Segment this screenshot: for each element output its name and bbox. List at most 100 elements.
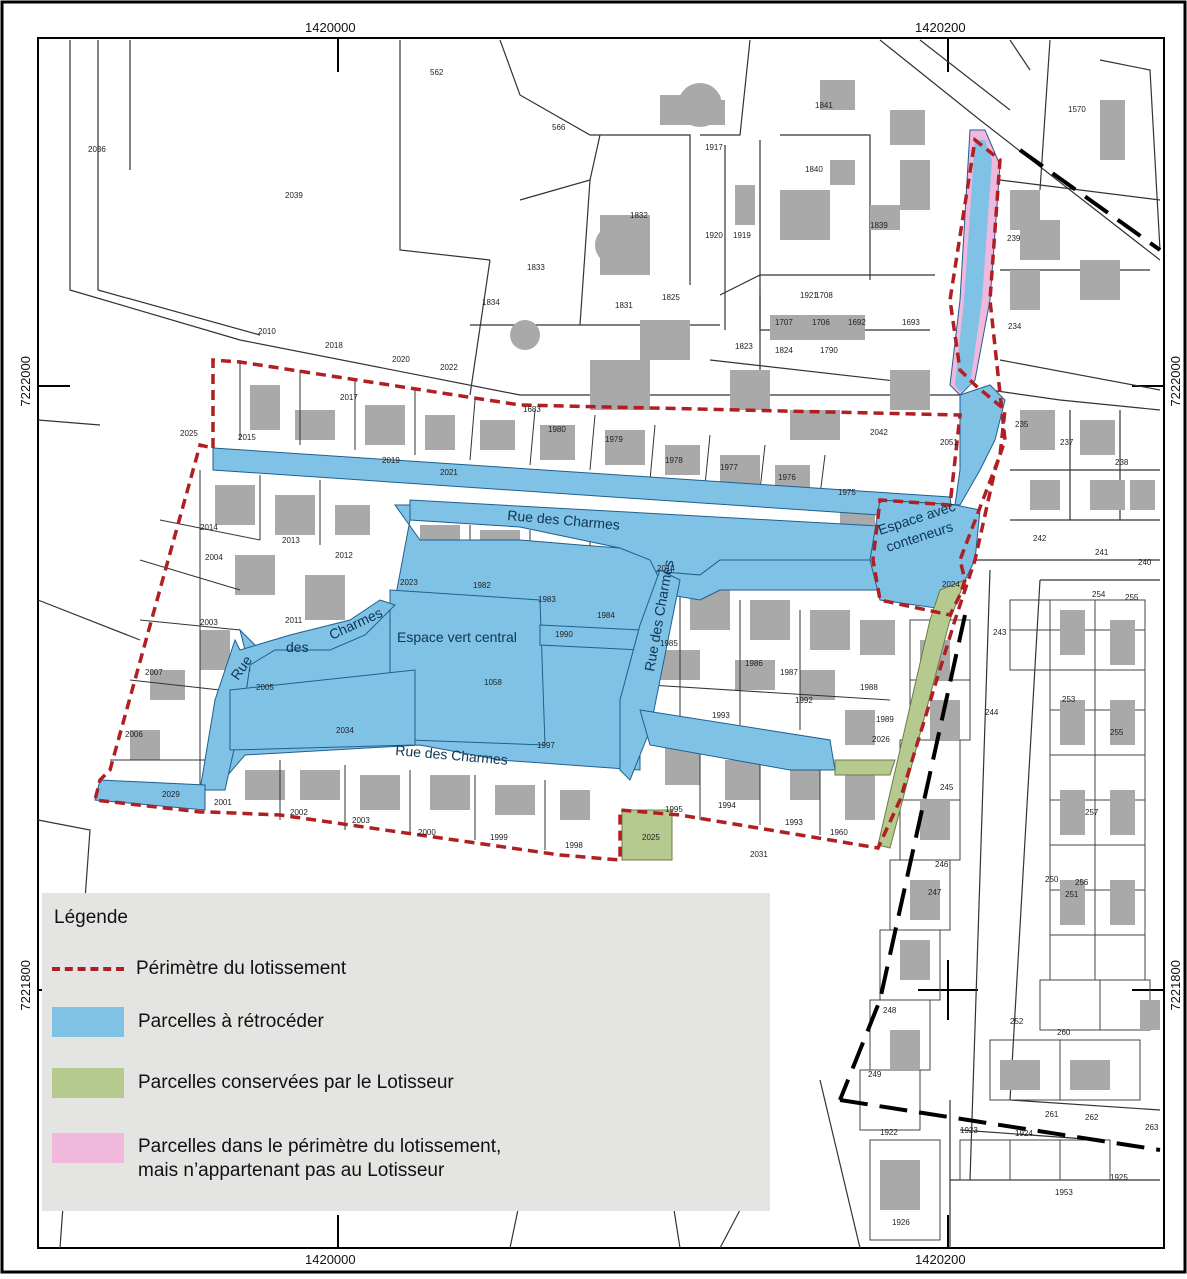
svg-text:245: 245 [940, 783, 954, 792]
svg-text:1923: 1923 [960, 1126, 978, 1135]
svg-text:1824: 1824 [775, 346, 793, 355]
svg-text:253: 253 [1062, 695, 1076, 704]
svg-text:2019: 2019 [382, 456, 400, 465]
svg-text:1983: 1983 [538, 595, 556, 604]
svg-text:1925: 1925 [1110, 1173, 1128, 1182]
legend: Légende Périmètre du lotissement Parcell… [42, 893, 770, 1211]
legend-item-non-lotisseur: Parcelles dans le périmètre du lotisseme… [52, 1129, 501, 1189]
coord-x-bottom-right: 1420200 [915, 1252, 966, 1267]
svg-text:1692: 1692 [848, 318, 866, 327]
coord-x-top-left: 1420000 [305, 20, 356, 35]
svg-text:2039: 2039 [285, 191, 303, 200]
svg-text:1706: 1706 [812, 318, 830, 327]
svg-text:1995: 1995 [665, 805, 683, 814]
svg-text:1993: 1993 [712, 711, 730, 720]
svg-text:2010: 2010 [258, 327, 276, 336]
legend-label-non-lotisseur-line1: Parcelles dans le périmètre du lotisseme… [138, 1136, 502, 1157]
svg-text:2007: 2007 [145, 668, 163, 677]
svg-text:1977: 1977 [720, 463, 738, 472]
svg-text:1841: 1841 [815, 101, 833, 110]
svg-text:1058: 1058 [484, 678, 502, 687]
svg-text:255: 255 [1110, 728, 1124, 737]
svg-text:2031: 2031 [750, 850, 768, 859]
svg-text:2006: 2006 [125, 730, 143, 739]
svg-text:1917: 1917 [705, 143, 723, 152]
svg-text:257: 257 [1085, 808, 1099, 817]
legend-title: Légende [54, 907, 128, 928]
blue-swatch [52, 1007, 124, 1037]
perimeter-line [92, 136, 1007, 862]
svg-text:2022: 2022 [440, 363, 458, 372]
svg-text:1960: 1960 [830, 828, 848, 837]
svg-text:2012: 2012 [335, 551, 353, 560]
svg-text:260: 260 [1057, 1028, 1071, 1037]
label-rue-west-2: des [286, 639, 309, 655]
svg-text:2011: 2011 [285, 616, 303, 625]
retroceder-strip [955, 140, 992, 392]
svg-text:235: 235 [1015, 420, 1029, 429]
svg-text:2042: 2042 [870, 428, 888, 437]
svg-text:1832: 1832 [630, 211, 648, 220]
svg-text:1986: 1986 [745, 659, 763, 668]
svg-text:2000: 2000 [418, 828, 436, 837]
svg-text:256: 256 [1075, 878, 1089, 887]
coord-y-left-top: 7222000 [18, 356, 33, 407]
svg-text:247: 247 [928, 888, 942, 897]
svg-text:1920: 1920 [705, 231, 723, 240]
svg-text:566: 566 [552, 123, 566, 132]
svg-text:238: 238 [1115, 458, 1129, 467]
svg-text:1831: 1831 [615, 301, 633, 310]
svg-text:262: 262 [1085, 1113, 1099, 1122]
svg-text:1790: 1790 [820, 346, 838, 355]
svg-text:1987: 1987 [780, 668, 798, 677]
svg-text:2025: 2025 [642, 833, 660, 842]
svg-text:261: 261 [1045, 1110, 1059, 1119]
label-espace-vert: Espace vert central [397, 629, 517, 645]
svg-text:2002: 2002 [290, 808, 308, 817]
svg-text:239: 239 [1007, 234, 1021, 243]
svg-text:255: 255 [1125, 593, 1139, 602]
svg-text:2003: 2003 [352, 816, 370, 825]
svg-text:1683: 1683 [523, 405, 541, 414]
svg-text:1924: 1924 [1015, 1129, 1033, 1138]
svg-text:2014: 2014 [657, 564, 675, 573]
svg-text:1984: 1984 [597, 611, 615, 620]
svg-text:1825: 1825 [662, 293, 680, 302]
svg-text:2021: 2021 [440, 468, 458, 477]
svg-text:1978: 1978 [665, 456, 683, 465]
svg-text:1823: 1823 [735, 342, 753, 351]
svg-text:1979: 1979 [605, 435, 623, 444]
svg-text:562: 562 [430, 68, 444, 77]
svg-text:1982: 1982 [473, 581, 491, 590]
svg-text:1993: 1993 [785, 818, 803, 827]
pink-swatch [52, 1133, 124, 1163]
svg-text:1708: 1708 [815, 291, 833, 300]
svg-text:2014: 2014 [200, 523, 218, 532]
svg-text:2001: 2001 [214, 798, 232, 807]
svg-text:1707: 1707 [775, 318, 793, 327]
dashed-line-swatch [52, 954, 124, 984]
svg-text:1988: 1988 [860, 683, 878, 692]
buildings [130, 80, 1160, 1210]
svg-text:1998: 1998 [565, 841, 583, 850]
svg-text:2023: 2023 [400, 578, 418, 587]
svg-text:237: 237 [1060, 438, 1074, 447]
legend-label-perimeter: Périmètre du lotissement [136, 958, 347, 979]
svg-text:243: 243 [993, 628, 1007, 637]
svg-text:244: 244 [985, 708, 999, 717]
svg-text:1919: 1919 [733, 231, 751, 240]
svg-text:1693: 1693 [902, 318, 920, 327]
svg-text:240: 240 [1138, 558, 1152, 567]
svg-text:1922: 1922 [880, 1128, 898, 1137]
svg-text:1980: 1980 [548, 425, 566, 434]
svg-text:1985: 1985 [660, 639, 678, 648]
svg-text:2017: 2017 [340, 393, 358, 402]
legend-item-retroceder: Parcelles à rétrocéder [52, 1004, 324, 1040]
svg-text:2018: 2018 [325, 341, 343, 350]
svg-text:246: 246 [935, 860, 949, 869]
svg-text:2036: 2036 [88, 145, 106, 154]
svg-text:251: 251 [1065, 890, 1079, 899]
svg-text:2015: 2015 [238, 433, 256, 442]
svg-text:1999: 1999 [490, 833, 508, 842]
